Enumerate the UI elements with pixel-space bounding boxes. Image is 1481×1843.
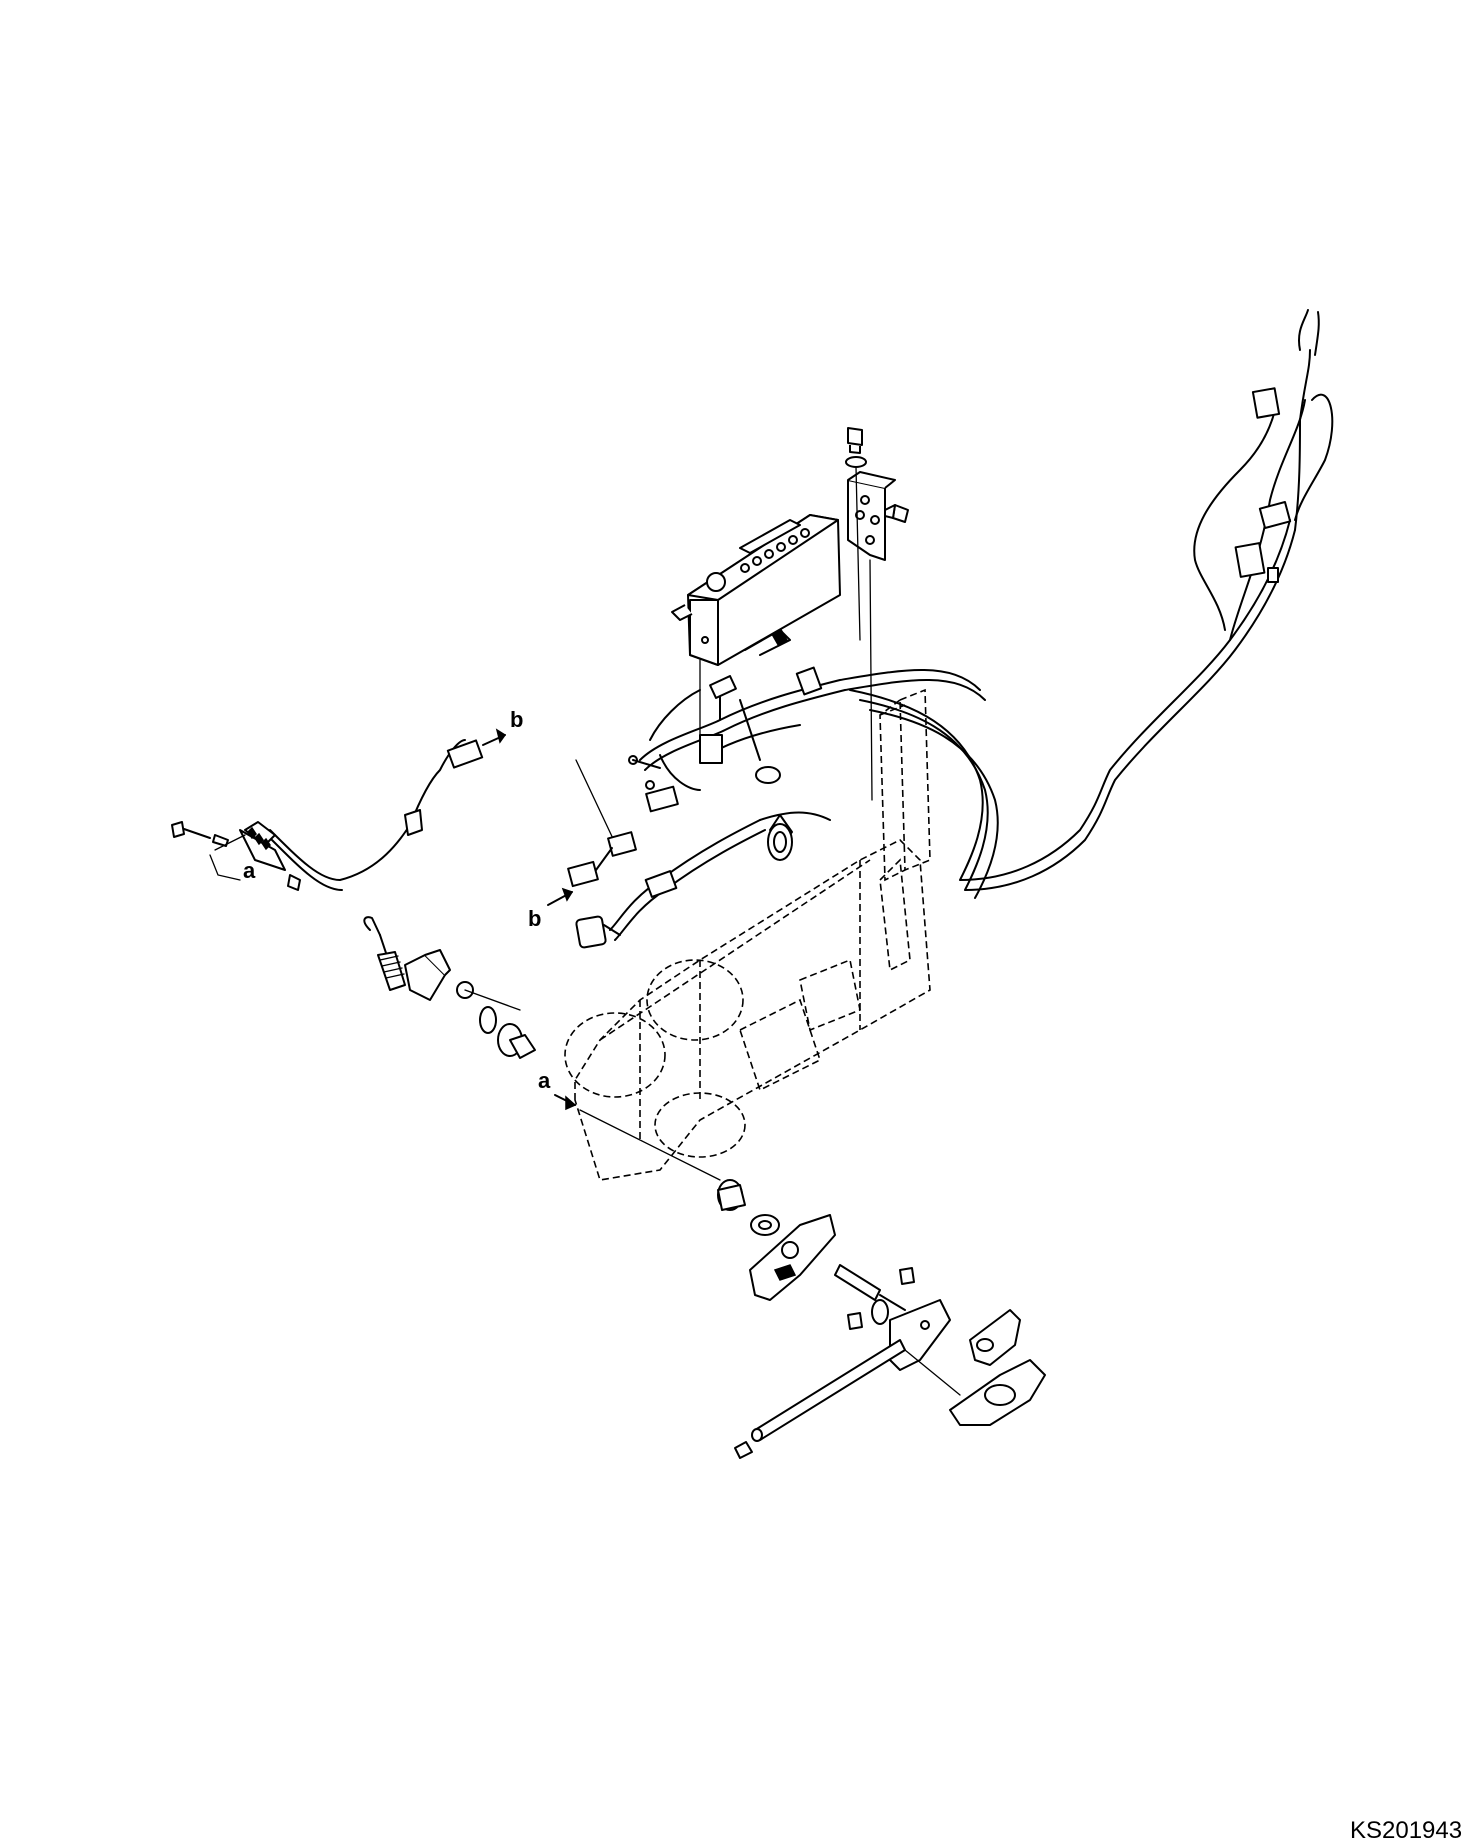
axis-line-lower — [579, 1109, 721, 1181]
stopper-bracket — [404, 949, 521, 1011]
console-frame — [564, 839, 931, 1181]
lever-shaft — [834, 1264, 951, 1371]
pedal-rod — [751, 1339, 906, 1442]
leader-lower-right — [904, 1349, 961, 1396]
connector-pair-b — [567, 831, 637, 949]
bracket-bolt-side — [884, 504, 909, 523]
lever-bolts — [847, 1267, 915, 1330]
bracket-bolt-top — [845, 427, 867, 641]
drawing-code: KS201943 — [1350, 1817, 1462, 1843]
arrow-b-center — [547, 887, 574, 906]
leader-a-left — [214, 834, 246, 851]
lower-washer — [750, 1214, 780, 1236]
lower-bushing — [717, 1179, 746, 1211]
wiring-harness-center — [575, 666, 986, 941]
cover-plate-lower — [949, 1359, 1046, 1426]
pedal-screw — [734, 1441, 753, 1459]
wiring-harness-right — [849, 309, 1334, 899]
guide-line-2 — [869, 559, 873, 801]
sensor-wire-left — [239, 739, 484, 891]
bolt-left — [171, 821, 229, 847]
cam-plate — [749, 1214, 836, 1301]
cover-plate-upper — [969, 1309, 1021, 1366]
leader-a-left-2 — [209, 854, 241, 881]
control-panel-monitor — [671, 514, 841, 666]
callout-b-top: b — [510, 707, 523, 732]
callout-a-center: a — [538, 1068, 551, 1093]
grommet — [767, 823, 793, 861]
arrow-a-center — [554, 1094, 577, 1111]
callout-a-left: a — [243, 858, 256, 883]
callout-b-center: b — [528, 906, 541, 931]
arrow-b-top — [482, 728, 507, 746]
return-spring — [363, 916, 406, 991]
sensor-switch — [244, 821, 276, 851]
washer-and-bushing — [479, 1006, 536, 1059]
